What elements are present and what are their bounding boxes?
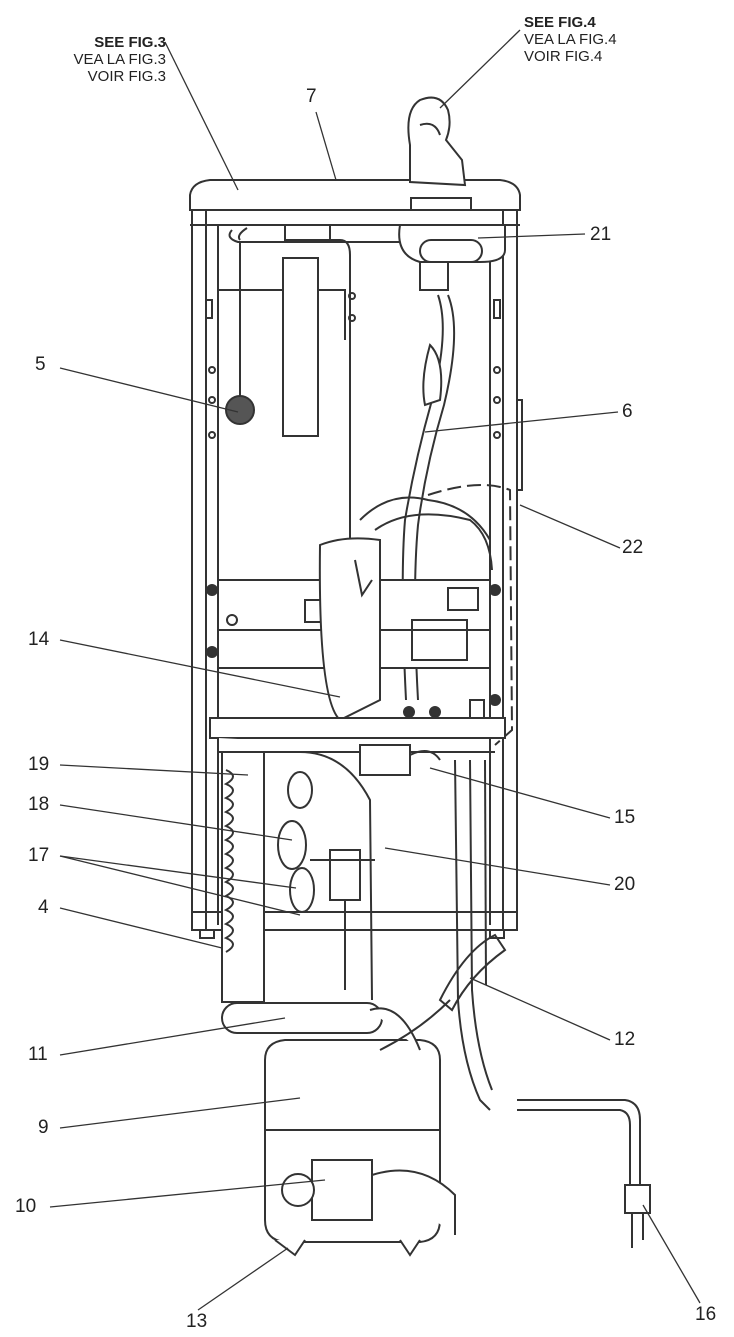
voir-fig3-label: VOIR FIG.3 <box>87 68 166 85</box>
cabinet-frame <box>189 179 523 939</box>
vea-fig3-label: VEA LA FIG.3 <box>73 51 166 68</box>
item-5-fitting <box>225 395 255 425</box>
water-tank <box>218 226 400 560</box>
callout-7: 7 <box>306 86 317 107</box>
callout-12: 12 <box>614 1029 636 1050</box>
wiring-and-cord <box>379 759 651 1248</box>
see-fig4-reference: SEE FIG.4 VEA LA FIG.4 VOIR FIG.4 <box>524 14 684 65</box>
condenser-fan <box>221 744 441 1003</box>
callout-6: 6 <box>622 401 633 422</box>
see-fig3-label: SEE FIG.3 <box>94 34 166 51</box>
callout-18: 18 <box>28 794 50 815</box>
callout-14: 14 <box>28 629 50 650</box>
compressor <box>221 1002 456 1257</box>
callout-19: 19 <box>28 754 50 775</box>
shelf <box>209 717 506 753</box>
callout-20: 20 <box>614 874 636 895</box>
vea-fig4-label: VEA LA FIG.4 <box>524 31 617 48</box>
callout-9: 9 <box>38 1117 49 1138</box>
callout-16: 16 <box>695 1304 717 1325</box>
see-fig3-reference: SEE FIG.3 VEA LA FIG.3 VOIR FIG.3 <box>40 34 166 85</box>
callout-17: 17 <box>28 845 50 866</box>
electrical-box <box>206 484 514 746</box>
voir-fig4-label: VOIR FIG.4 <box>524 48 603 65</box>
callout-13: 13 <box>186 1311 208 1332</box>
callout-11: 11 <box>28 1044 48 1065</box>
bubbler <box>398 96 506 291</box>
leader-lines <box>49 29 701 1311</box>
callout-15: 15 <box>614 807 636 828</box>
callout-10: 10 <box>15 1196 37 1217</box>
see-fig4-label: SEE FIG.4 <box>524 14 596 31</box>
callout-21: 21 <box>590 224 612 245</box>
callout-4: 4 <box>38 897 49 918</box>
callout-22: 22 <box>622 537 644 558</box>
callout-5: 5 <box>35 354 46 375</box>
